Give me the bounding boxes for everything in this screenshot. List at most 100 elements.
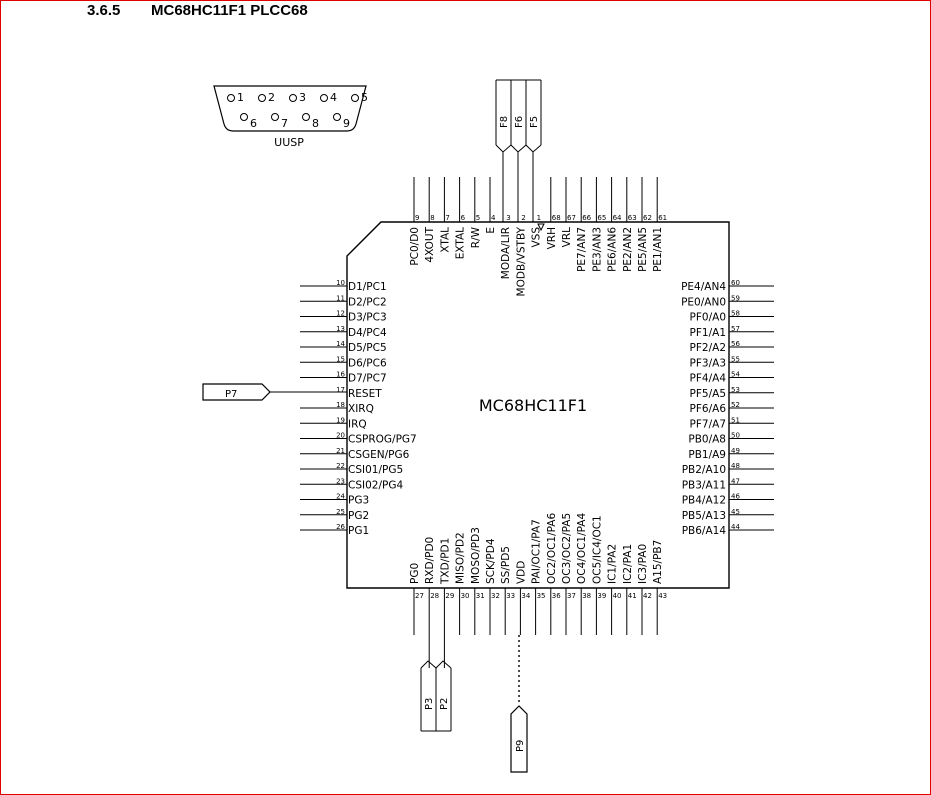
pin-label-pc0-d0: PC0/D0 (409, 227, 421, 266)
pin-number-16: 16 (336, 371, 345, 379)
pin-number-62: 62 (643, 214, 652, 222)
uusp-pin-hole (258, 94, 266, 102)
connector-f6-label: F6 (514, 116, 525, 128)
pin-number-3: 3 (506, 214, 510, 222)
pin-number-12: 12 (336, 310, 345, 318)
pin-number-37: 37 (567, 592, 576, 600)
pin-number-29: 29 (445, 592, 454, 600)
pin-label-pg0: PG0 (409, 563, 421, 584)
pin-number-2: 2 (521, 214, 525, 222)
pin-number-60: 60 (731, 279, 740, 287)
pin-label-xtal: XTAL (439, 227, 451, 253)
pin-number-46: 46 (731, 493, 740, 501)
pin-label-oc4-oc1-pa4: OC4/OC1/PA4 (576, 513, 588, 584)
pin-number-24: 24 (336, 493, 345, 501)
pin-label-pe6-an6: PE6/AN6 (607, 227, 619, 272)
pin-label-csi02-pg4: CSI02/PG4 (348, 479, 403, 491)
pin-number-28: 28 (430, 592, 439, 600)
pin-number-27: 27 (415, 592, 424, 600)
pin-label-pb6-a14: PB6/A14 (682, 525, 727, 537)
pin-label-modb-vstby: MODB/VSTBY (515, 226, 527, 296)
pin-label-pf4-a4: PF4/A4 (690, 373, 727, 385)
pin-label-pe2-an2: PE2/AN2 (622, 227, 634, 272)
uusp-pin-number: 3 (299, 91, 306, 104)
pin-label-vdd: VDD (515, 561, 527, 584)
pin-number-51: 51 (731, 416, 740, 424)
left-connector: P7 (202, 383, 347, 401)
pin-label-xirq: XIRQ (348, 403, 374, 415)
pin-number-21: 21 (336, 447, 345, 455)
pin-number-66: 66 (582, 214, 591, 222)
pin-label-d7-pc7: D7/PC7 (348, 373, 387, 385)
pin-number-39: 39 (597, 592, 606, 600)
pin-label-oc5-ic4-oc1: OC5/IC4/OC1 (591, 515, 603, 584)
pin-label-ic3-pa0: IC3/PA0 (637, 544, 649, 584)
pin-number-63: 63 (628, 214, 637, 222)
uusp-pin-number: 9 (343, 117, 350, 130)
pin-label-miso-pd2: MISO/PD2 (455, 532, 467, 584)
pin-label-irq: IRQ (348, 418, 367, 430)
pin-label-pf2-a2: PF2/A2 (690, 342, 726, 354)
pin-number-54: 54 (731, 371, 740, 379)
pin-number-38: 38 (582, 592, 591, 600)
pin-label-pb5-a13: PB5/A13 (682, 510, 726, 522)
pin-number-5: 5 (476, 214, 480, 222)
pin-label-d5-pc5: D5/PC5 (348, 342, 387, 354)
pin-label-txd-pd1: TXD/PD1 (439, 538, 451, 585)
pin-number-56: 56 (731, 340, 740, 348)
vdd-connector: P9 (510, 635, 528, 773)
pin-number-1: 1 (537, 214, 541, 222)
pin-label-pb4-a12: PB4/A12 (682, 495, 726, 507)
pin-label-extal: EXTAL (455, 227, 467, 259)
pin-label-e: E (485, 227, 497, 234)
pin-number-55: 55 (731, 355, 740, 363)
pin-label-reset: RESET (348, 388, 382, 400)
uusp-pin-hole (351, 94, 359, 102)
pin-number-40: 40 (613, 592, 622, 600)
pin-label-d2-pc2: D2/PC2 (348, 296, 387, 308)
pin-label-d1-pc1: D1/PC1 (348, 281, 387, 293)
uusp-pin-hole (227, 94, 235, 102)
pin-number-47: 47 (731, 477, 740, 485)
chip-label: MC68HC11F1 (479, 396, 587, 415)
pin-label-pb0-a8: PB0/A8 (688, 434, 726, 446)
connector-p9-label: P9 (515, 740, 526, 752)
pin-number-44: 44 (731, 523, 740, 531)
pin-label-csprog-pg7: CSPROG/PG7 (348, 434, 417, 446)
pin-label-csgen-pg6: CSGEN/PG6 (348, 449, 410, 461)
pin-number-41: 41 (628, 592, 637, 600)
pin-number-20: 20 (336, 432, 345, 440)
pin-label-pe5-an5: PE5/AN5 (637, 227, 649, 272)
pin-number-11: 11 (336, 294, 345, 302)
connector-f8-label: F8 (499, 116, 510, 128)
pin-number-45: 45 (731, 508, 740, 516)
pin-number-25: 25 (336, 508, 345, 516)
connector-f5-label: F5 (529, 116, 540, 128)
pin-number-23: 23 (336, 477, 345, 485)
pin-label-d6-pc6: D6/PC6 (348, 357, 387, 369)
pin-number-31: 31 (476, 592, 485, 600)
pin-label-moso-pd3: MOSO/PD3 (470, 527, 482, 584)
pin-label-pf1-a1: PF1/A1 (690, 327, 726, 339)
pin-number-13: 13 (336, 325, 345, 333)
pin-number-61: 61 (658, 214, 667, 222)
pin-label-oc3-oc2-pa5: OC3/OC2/PA5 (561, 513, 573, 584)
pin-number-53: 53 (731, 386, 740, 394)
pin-label-oc2-oc1-pa6: OC2/OC1/PA6 (546, 513, 558, 584)
pin-label-ss-pd5: SS/PD5 (500, 546, 512, 584)
pin-label-pe4-an4: PE4/AN4 (681, 281, 726, 293)
pin-label-d3-pc3: D3/PC3 (348, 312, 387, 324)
uusp-pin-number: 4 (330, 91, 337, 104)
pin-label-pb1-a9: PB1/A9 (688, 449, 726, 461)
uusp-pin-number: 1 (237, 91, 244, 104)
pin-label-pe0-an0: PE0/AN0 (681, 296, 726, 308)
pin-number-50: 50 (731, 432, 740, 440)
pin-label-csi01-pg5: CSI01/PG5 (348, 464, 403, 476)
pin-label-pe3-an3: PE3/AN3 (591, 227, 603, 272)
pin-label-vrh: VRH (546, 227, 558, 249)
pin-number-64: 64 (613, 214, 622, 222)
bottom-connectors: P3 P2 (420, 660, 452, 732)
pin-number-9: 9 (415, 214, 419, 222)
